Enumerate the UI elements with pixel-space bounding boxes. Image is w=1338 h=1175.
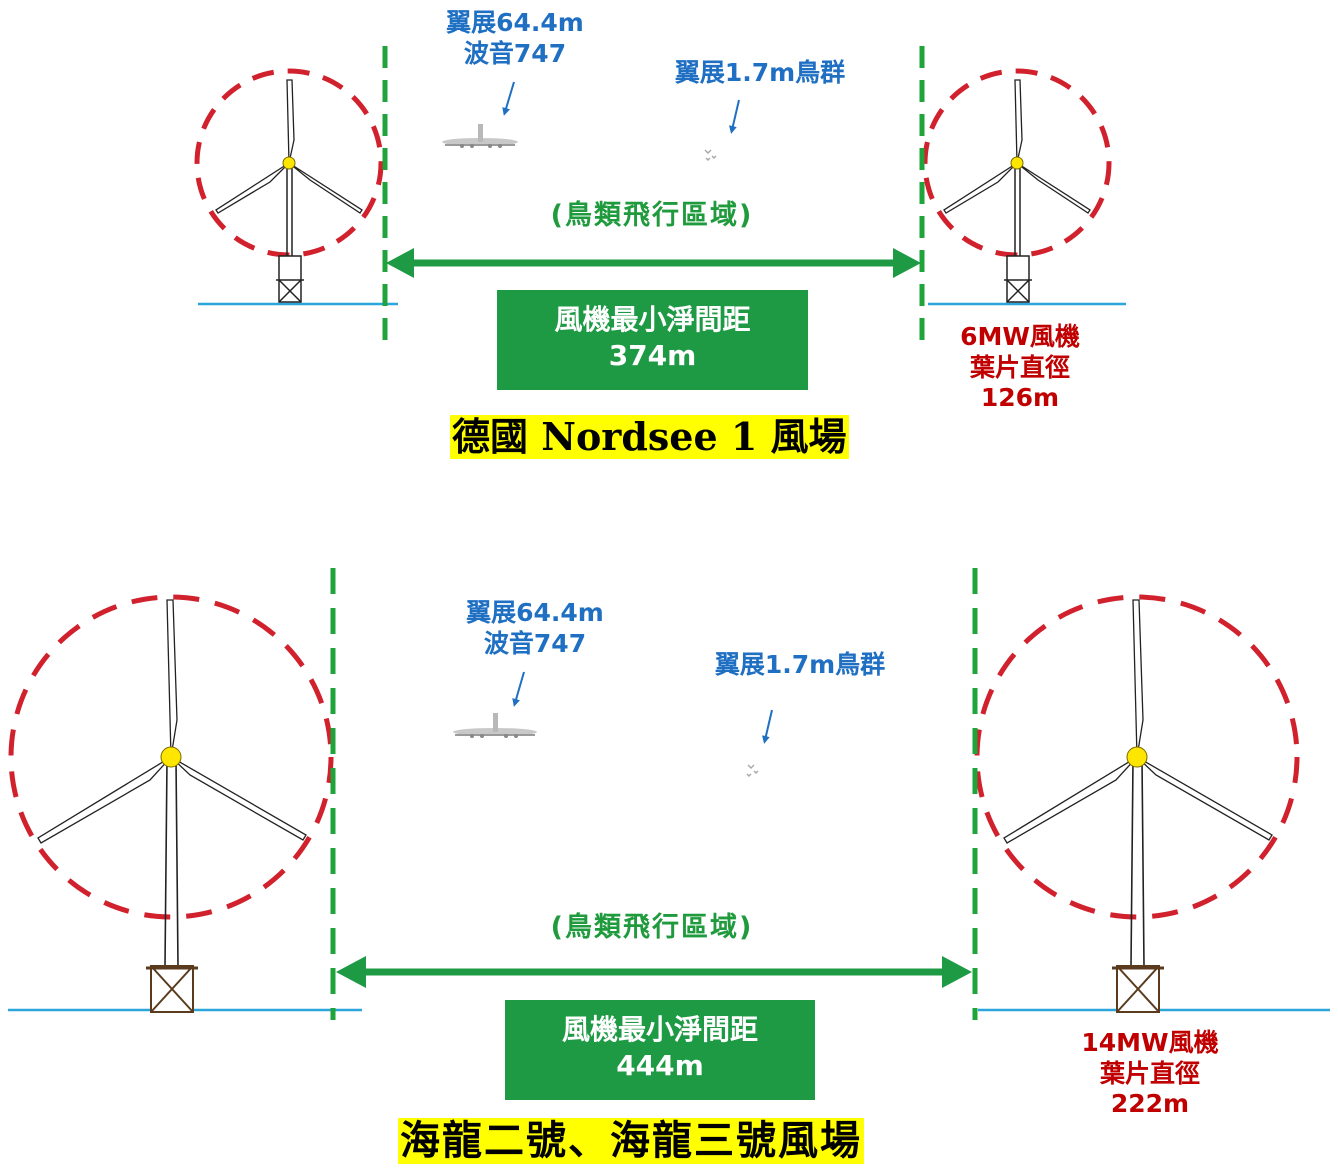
blade-diameter-label: 葉片直徑 <box>969 352 1070 382</box>
double-arrow-icon <box>386 248 921 278</box>
panel-title: 德國 Nordsee 1 風場 <box>450 414 849 459</box>
flight-zone-label: (鳥類飛行區域) <box>550 200 754 231</box>
min-gap-box: 風機最小淨間距 444m <box>505 1000 815 1100</box>
blade-diameter-value: 126m <box>980 383 1060 412</box>
bird-flock-icon <box>746 764 759 777</box>
airplane-icon <box>453 713 537 738</box>
wind-turbine-icon <box>974 594 1300 1013</box>
plane-wingspan-label: 翼展64.4m 波音747 <box>450 598 620 659</box>
turbine-spec-label: 14MW風機 葉片直徑 222m <box>1060 1028 1240 1120</box>
double-arrow-icon <box>336 956 972 988</box>
turbine-capacity: 6MW風機 <box>960 322 1080 351</box>
min-gap-box: 風機最小淨間距 374m <box>497 290 808 390</box>
min-gap-value: 444m <box>616 1048 704 1082</box>
turbine-spec-label: 6MW風機 葉片直徑 126m <box>930 322 1110 414</box>
plane-wingspan-label: 翼展64.4m 波音747 <box>430 8 600 69</box>
plane-wingspan-line: 翼展64.4m <box>446 8 584 37</box>
wind-turbine-icon <box>194 68 384 303</box>
min-gap-title: 風機最小淨間距 <box>561 1013 758 1046</box>
wind-turbine-icon <box>8 594 334 1013</box>
plane-wingspan-line: 翼展64.4m <box>466 598 604 627</box>
turbine-capacity: 14MW風機 <box>1081 1028 1219 1057</box>
bird-flock-icon <box>704 149 717 161</box>
blade-diameter-label: 葉片直徑 <box>1099 1058 1200 1088</box>
pointer-arrow <box>502 81 515 116</box>
blade-diameter-value: 222m <box>1110 1089 1190 1118</box>
min-gap-title: 風機最小淨間距 <box>554 303 751 336</box>
min-gap-value: 374m <box>608 338 697 372</box>
plane-model-line: 波音747 <box>483 628 587 658</box>
plane-model-line: 波音747 <box>463 38 567 68</box>
panel-title: 海龍二號、海龍三號風場 <box>398 1118 864 1164</box>
airplane-icon <box>442 124 518 148</box>
pointer-arrow <box>762 709 773 744</box>
flight-zone-label: (鳥類飛行區域) <box>550 912 754 943</box>
pointer-arrow <box>512 671 525 707</box>
wind-turbine-icon <box>922 68 1112 303</box>
bird-wingspan-label: 翼展1.7m鳥群 <box>674 58 846 87</box>
pointer-arrow <box>729 99 740 134</box>
bird-wingspan-label: 翼展1.7m鳥群 <box>714 650 886 679</box>
